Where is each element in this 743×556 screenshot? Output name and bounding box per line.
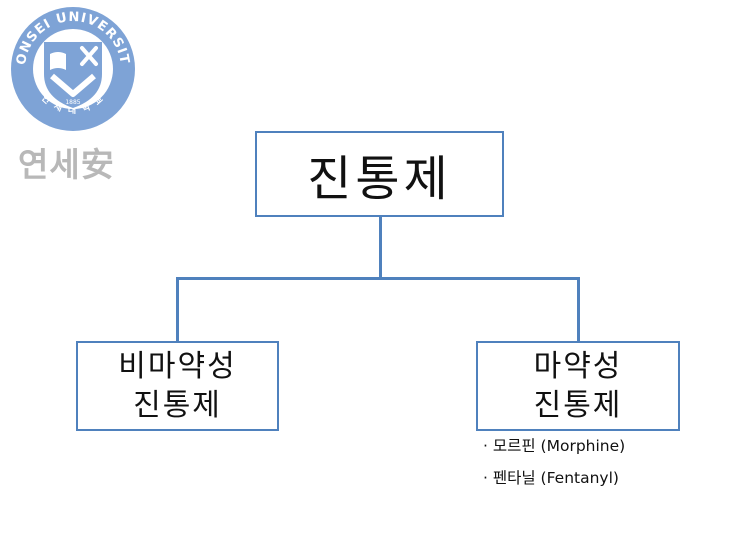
node-right-line2: 진통제 <box>533 388 623 423</box>
node-narcotic-analgesic: 마약성 진통제 <box>476 341 680 431</box>
node-left-line2: 진통제 <box>133 388 222 423</box>
seal-year: 1885 <box>65 99 80 106</box>
torch-icon <box>80 46 98 66</box>
root-node-label: 진통제 <box>307 151 452 207</box>
yonsei-university-seal: YONSEI UNIVERSITY 연 세 대 학 교 1885 <box>8 4 135 131</box>
logo-caption: 연세安 <box>18 145 115 184</box>
example-item-morphine: · 모르핀 (Morphine) <box>483 437 626 455</box>
connector-root-down <box>379 217 382 279</box>
connector-right-down <box>577 277 580 342</box>
connector-horizontal <box>176 277 580 280</box>
root-node-analgesic: 진통제 <box>255 131 504 217</box>
narcotic-examples-list: · 모르핀 (Morphine) · 펜타닐 (Fentanyl) <box>483 432 625 496</box>
connector-left-down <box>176 277 179 342</box>
node-left-line1: 비마약성 <box>118 349 237 384</box>
node-right-line1: 마약성 <box>533 349 623 384</box>
example-item-fentanyl: · 펜타닐 (Fentanyl) <box>483 469 619 487</box>
book-icon <box>50 52 66 70</box>
node-non-narcotic-analgesic: 비마약성 진통제 <box>76 341 279 431</box>
